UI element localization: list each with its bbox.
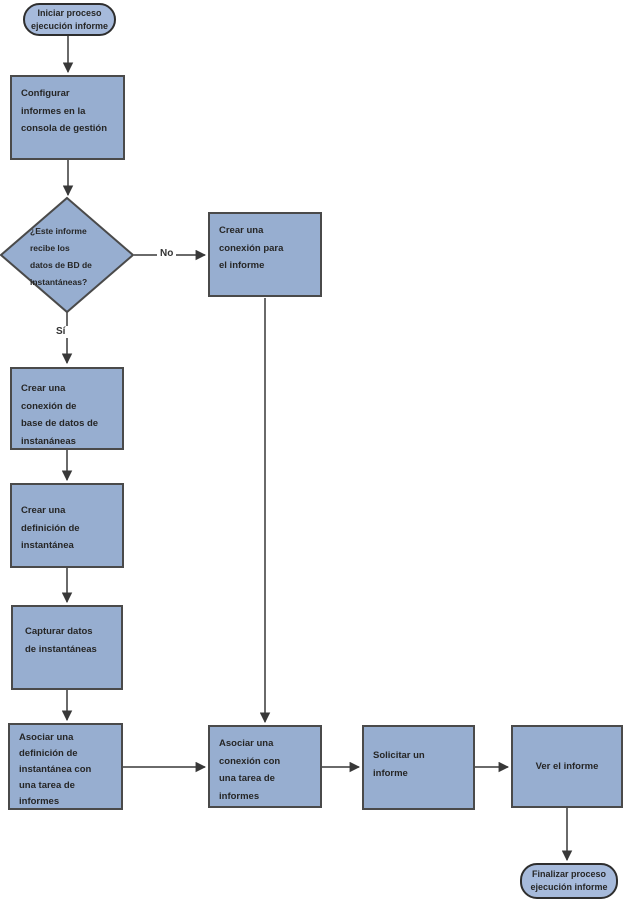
decision-node-label: ¿Este informe recibe los datos de BD de … [30,226,92,287]
associate-definition-task-node: Asociar una definición de instantánea co… [8,723,123,810]
capture-snapshot-data-node: Capturar datos de instantáneas [11,605,123,690]
associate-connection-task-label: Asociar una conexión con una tarea de in… [219,738,281,802]
start-node: Iniciar proceso ejecución informe [23,3,116,36]
create-connection-report-label: Crear una conexión para el informe [219,225,284,271]
start-node-label: Iniciar proceso ejecución informe [30,7,109,31]
capture-snapshot-data-label: Capturar datos de instantáneas [25,626,97,655]
view-report-label: Ver el informe [535,760,599,772]
decision-diamond-shape [0,196,135,314]
end-node-label: Finalizar proceso ejecución informe [530,869,608,892]
configure-reports-node: Configurar informes en la consola de ges… [10,75,125,160]
create-snapshot-definition-label: Crear una definición de instantánea [21,505,80,551]
end-node: Finalizar proceso ejecución informe [520,863,618,899]
request-report-node: Solicitar un informe [362,725,475,810]
create-db-connection-node: Crear una conexión de base de datos de i… [10,367,124,450]
request-report-label: Solicitar un informe [373,750,425,779]
associate-definition-task-label: Asociar una definición de instantánea co… [19,732,92,807]
branch-label-yes: Sí [53,326,69,338]
create-snapshot-definition-node: Crear una definición de instantánea [10,483,124,568]
branch-label-no: No [157,248,177,260]
configure-reports-label: Configurar informes en la consola de ges… [21,88,108,134]
create-connection-report-node: Crear una conexión para el informe [208,212,322,297]
decision-node: ¿Este informe recibe los datos de BD de … [30,223,130,291]
associate-connection-task-node: Asociar una conexión con una tarea de in… [208,725,322,808]
view-report-node: Ver el informe [511,725,623,808]
create-db-connection-label: Crear una conexión de base de datos de i… [21,383,99,447]
